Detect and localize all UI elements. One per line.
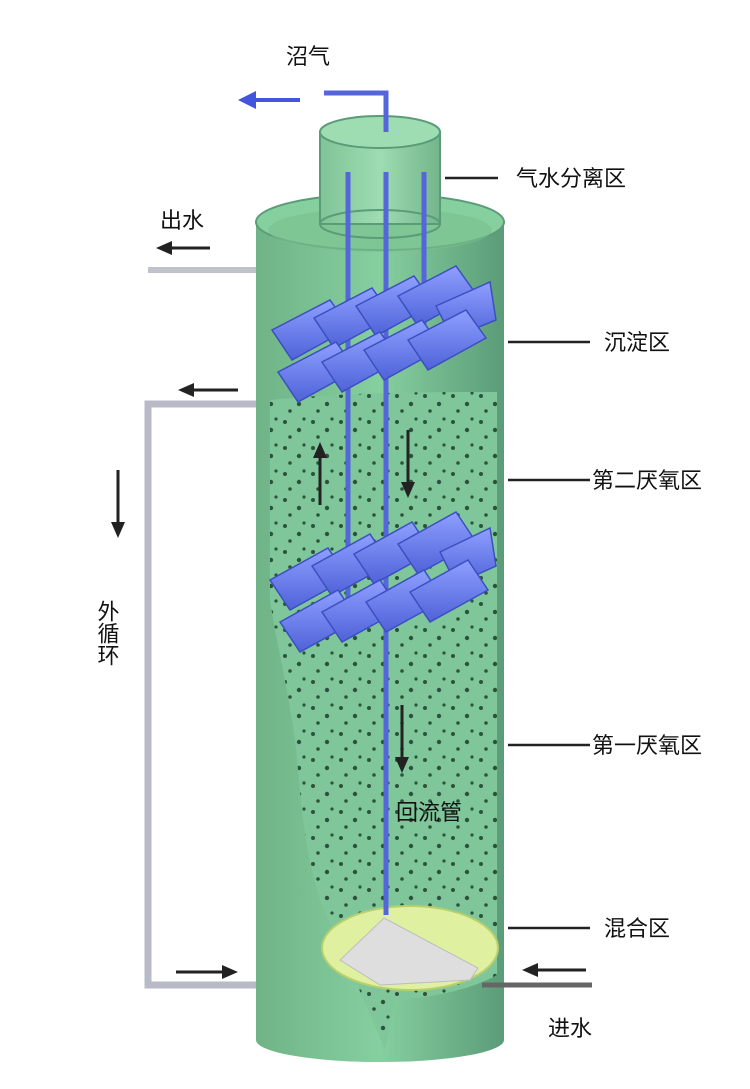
label-mixing: 混合区 bbox=[604, 917, 670, 942]
biogas-arrow bbox=[238, 91, 300, 109]
down-flow-arrow-upper bbox=[401, 430, 415, 498]
recirculation-bottom-arrow bbox=[176, 965, 238, 979]
up-flow-arrow bbox=[313, 442, 327, 505]
label-external-circulation: 外循环 bbox=[94, 600, 120, 666]
label-outlet: 出水 bbox=[160, 209, 204, 234]
label-second-anaerobic: 第二厌氧区 bbox=[592, 469, 702, 494]
label-gas-water-separation: 气水分离区 bbox=[516, 167, 626, 192]
lower-separator-baffles bbox=[268, 511, 497, 653]
recirculation-top-arrow bbox=[178, 383, 238, 397]
label-biogas: 沼气 bbox=[286, 45, 330, 70]
gas-water-separator bbox=[319, 115, 441, 239]
distributor-cone bbox=[339, 917, 479, 986]
outlet-arrow bbox=[156, 241, 210, 255]
recirculation-down-arrow bbox=[111, 470, 125, 538]
upper-separator-baffles bbox=[270, 265, 497, 403]
label-settling: 沉淀区 bbox=[604, 331, 670, 356]
label-first-anaerobic: 第一厌氧区 bbox=[592, 734, 702, 759]
label-return-pipe: 回流管 bbox=[396, 801, 462, 826]
leader-lines bbox=[445, 176, 590, 930]
external-circulation-pipe bbox=[144, 400, 256, 989]
down-flow-arrow-lower bbox=[395, 705, 409, 773]
label-inlet: 进水 bbox=[548, 1017, 592, 1042]
inlet-arrow bbox=[522, 963, 586, 977]
biogas-pipe bbox=[324, 90, 389, 132]
